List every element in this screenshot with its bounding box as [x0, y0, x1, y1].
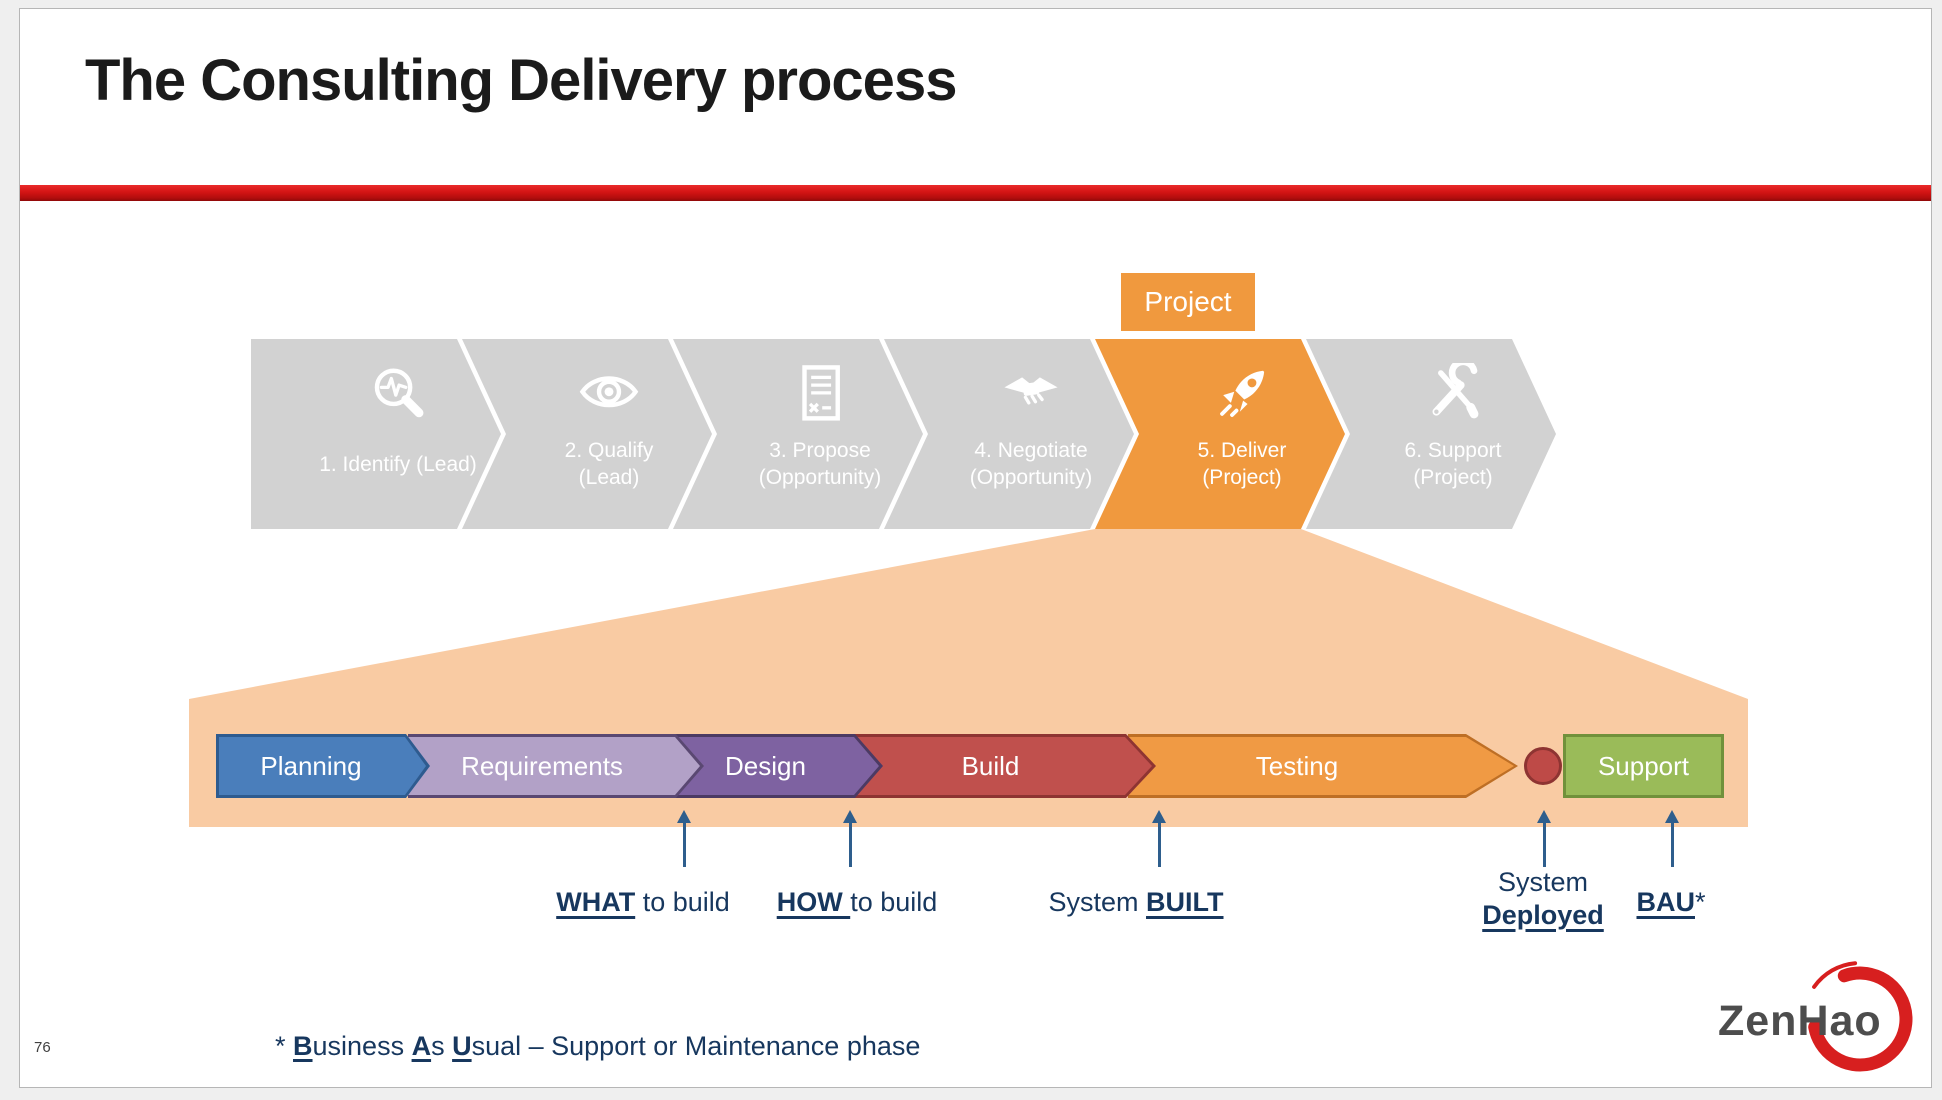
tools-icon — [1350, 363, 1556, 425]
what-arrow-icon — [677, 810, 691, 867]
annotation-bau: BAU* — [1636, 887, 1706, 917]
annotation-deployed: System Deployed — [1482, 867, 1604, 930]
phase-label-support: Support — [1597, 750, 1690, 781]
contract-document-icon — [717, 363, 923, 425]
phase-label-testing: Testing — [1255, 750, 1339, 781]
page-number: 76 — [34, 1039, 51, 1056]
stage-label: 3. Propose — [769, 439, 871, 462]
phase-build: Build — [855, 734, 1156, 798]
annotation-built: System BUILT — [1048, 887, 1224, 917]
sales-process-band: 1. Identify (Lead) 2. Qualify (Lead) — [251, 339, 1571, 529]
stage-label: 4. Negotiate — [974, 439, 1088, 462]
phase-requirements: Requirements — [408, 734, 704, 798]
phase-label-design: Design — [725, 750, 806, 781]
stage-identify: 1. Identify (Lead) — [251, 339, 501, 529]
stage-label-2: (Lead) — [578, 466, 640, 489]
rocket-icon — [1139, 363, 1345, 425]
phase-planning: Planning — [216, 734, 430, 798]
phase-label-planning: Planning — [260, 750, 362, 781]
project-tag-label: Project — [1144, 286, 1232, 317]
phase-design: Design — [676, 734, 883, 798]
stage-label-2: (Project) — [1202, 466, 1282, 489]
eye-icon — [506, 363, 712, 425]
bau-arrow-icon — [1665, 810, 1679, 867]
handshake-icon — [928, 363, 1134, 425]
phase-label-build: Build — [961, 750, 1020, 781]
zenhao-logo: ZenHao — [1710, 961, 1935, 1081]
stage-label: 6. Support — [1404, 439, 1502, 462]
stage-label: 5. Deliver — [1197, 439, 1287, 462]
zenhao-logo-text: ZenHao — [1718, 997, 1882, 1045]
title-divider-bar — [20, 185, 1931, 201]
support-phase-box: Support — [1563, 734, 1724, 798]
magnifier-pulse-icon — [295, 363, 501, 425]
stage-negotiate: 4. Negotiate (Opportunity) — [884, 339, 1134, 529]
stage-label-2: (Opportunity) — [969, 466, 1093, 489]
stage-label: 1. Identify (Lead) — [319, 452, 477, 476]
project-tag: Project — [1121, 273, 1255, 331]
built-arrow-icon — [1152, 810, 1166, 867]
stage-label-2: (Opportunity) — [758, 466, 882, 489]
phase-label-requirements: Requirements — [461, 750, 623, 781]
zenhao-logo-swoosh-icon — [1808, 961, 1913, 1072]
stage-label: 2. Qualify — [564, 439, 654, 462]
how-arrow-icon — [843, 810, 857, 867]
deployed-arrow-icon — [1537, 810, 1551, 867]
annotation-what: WHAT to build — [556, 887, 730, 917]
deployment-milestone-circle — [1524, 747, 1562, 785]
slide-title: The Consulting Delivery process — [85, 48, 957, 113]
footnote: * Business As Usual – Support or Mainten… — [275, 1031, 921, 1061]
stage-label-2: (Project) — [1413, 466, 1493, 489]
phase-testing: Testing — [1128, 734, 1518, 798]
slide-canvas: The Consulting Delivery process Project … — [19, 8, 1932, 1088]
annotation-how: HOW to build — [776, 887, 938, 917]
